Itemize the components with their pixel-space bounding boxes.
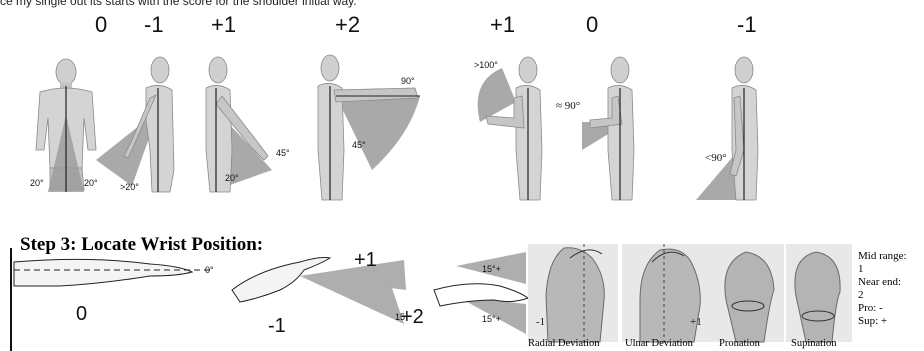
shoulder-angle-45a: 45° [276,148,290,158]
shoulder-figure-extension [96,57,174,192]
legend-near-end-value: 2 [858,289,907,302]
step3-title: Step 3: Locate Wrist Position: [20,234,263,256]
wrist-neutral-angle: 0° [205,265,214,275]
wrist-flexion-angle-top: 15°+ [482,264,501,274]
shoulder-figure-neutral [36,59,96,192]
wrist-figure-neutral [14,259,210,286]
legend-near-end: Near end: [858,276,907,289]
shoulder-angle-20c: 20° [225,173,239,183]
wrist-flexion-angle-bottom: 15°+ [482,314,501,324]
legend-mid-range-value: 1 [858,263,907,276]
elbow-angle-lt90: <90° [705,152,727,164]
legend: Mid range: 1 Near end: 2 Pro: - Sup: + [858,250,907,328]
pronation-photo [714,244,784,342]
elbow-angle-gt100: >100° [474,60,498,70]
shoulder-angle-20a: 20° [30,178,44,188]
shoulder-figure-flexion-low [206,57,272,192]
elbow-angle-approx90: ≈ 90° [556,100,580,112]
legend-mid-range: Mid range: [858,250,907,263]
wrist-score-extension: -1 [268,315,286,338]
caption-pronation: Pronation [719,338,760,349]
caption-ulnar-deviation: Ulnar Deviation [625,338,693,349]
wrist-score-flexion: +2 [401,306,424,329]
supination-photo [786,244,852,342]
shoulder-angle-45b: 45° [352,140,366,150]
shoulder-angle-gt20: >20° [120,182,139,192]
legend-supination: Sup: + [858,315,907,328]
elbow-figure-low [696,57,758,200]
elbow-figure-high [478,57,542,200]
caption-supination: Supination [791,338,851,349]
wrist-figure-extension [232,258,406,325]
wrist-score-neutral: 0 [76,303,87,326]
wrist-score-up: +1 [354,249,377,272]
legend-pronation: Pro: - [858,302,907,315]
deviation-score-right: +1 [690,316,702,328]
caption-radial-deviation: Radial Deviation [528,338,599,349]
shoulder-angle-90: 90° [401,76,415,86]
deviation-score-left: -1 [536,316,545,328]
elbow-figure-neutral [582,57,634,200]
shoulder-angle-20b: 20° [84,178,98,188]
